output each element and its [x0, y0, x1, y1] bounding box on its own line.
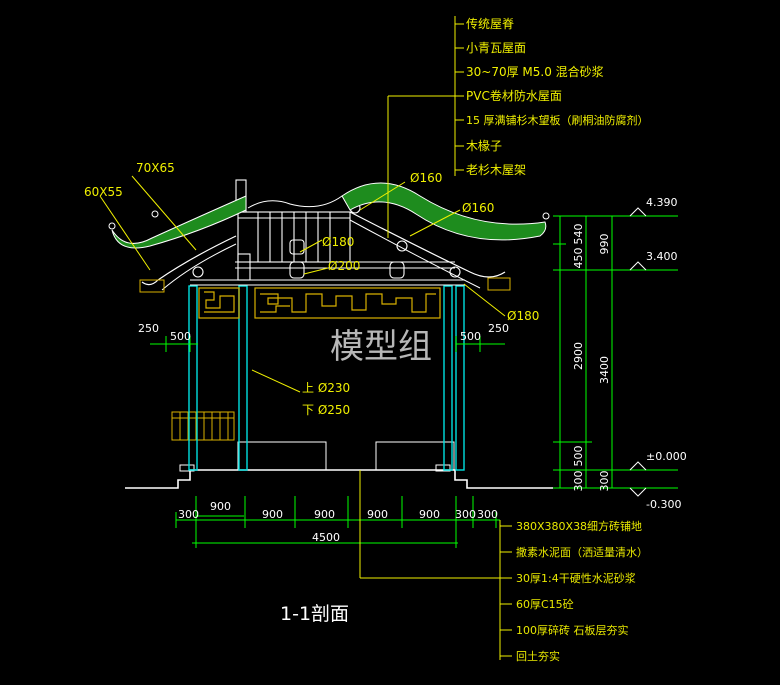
- hdim-seg-5: 900: [419, 508, 440, 521]
- vdim-500: 500: [572, 446, 585, 467]
- vdim-450: 450: [572, 248, 585, 269]
- vertical-dim-texts: 540 450 990 2900 3400 500 300 300: [572, 224, 611, 492]
- floor-note-5: 100厚碎砖 石板层夯实: [516, 623, 629, 637]
- column-outer-left: [188, 285, 198, 471]
- side-dim-lines: [150, 336, 505, 352]
- hdim-seg-1: 300: [178, 508, 199, 521]
- elevation-ridge: 4.390: [646, 196, 678, 209]
- roof-right: [341, 182, 547, 291]
- label-purlin-160a: Ø160: [410, 171, 442, 185]
- hdim-seg-2: 900: [262, 508, 283, 521]
- label-rafter-60x55: 60X55: [84, 185, 123, 199]
- elevation-labels: 4.390 3.400 ±0.000 -0.300: [646, 196, 687, 511]
- hdim-seg-4: 900: [367, 508, 388, 521]
- left-railing: [171, 411, 235, 441]
- roof-note-1: 传统屋脊: [466, 16, 514, 31]
- hdim-top-left-900: 900: [210, 500, 231, 513]
- roof-note-5: 15 厚满铺杉木望板（刷桐油防腐剂）: [466, 113, 649, 127]
- floor-note-1: 380X380X38细方砖铺地: [516, 519, 642, 533]
- vdim-990: 990: [598, 234, 611, 255]
- lattice-frieze: [198, 287, 441, 319]
- side-dim-texts: 250 500 500 250: [138, 322, 509, 343]
- elevation-eave: 3.400: [646, 250, 678, 263]
- side-dim-right-250: 250: [488, 322, 509, 335]
- hdim-seg-3: 900: [314, 508, 335, 521]
- ground-line: [125, 469, 553, 489]
- column-outer-right: [455, 285, 465, 471]
- hdim-total: 4500: [312, 531, 340, 544]
- horizontal-dim-texts: 900 300 900 900 900 900 300 300 4500: [178, 500, 498, 544]
- roof-note-4: PVC卷材防水屋面: [466, 88, 562, 103]
- side-dim-left-250: 250: [138, 322, 159, 335]
- elevation-markers: [629, 207, 647, 497]
- floor-note-4: 60厚C15砼: [516, 598, 574, 611]
- vdim-300-left: 300: [572, 471, 585, 492]
- watermark: 模型组: [330, 327, 432, 367]
- label-eave-180: Ø180: [507, 309, 539, 323]
- vdim-300-right: 300: [598, 471, 611, 492]
- leader-lines: [99, 16, 512, 660]
- columns: [188, 285, 465, 471]
- roof-notes: 传统屋脊 小青瓦屋面 30~70厚 M5.0 混合砂浆 PVC卷材防水屋面 15…: [466, 16, 649, 177]
- vdim-2900: 2900: [572, 342, 585, 370]
- member-labels: 70X65 60X55 Ø160 Ø160 Ø180 Ø200 Ø180 上 Ø…: [84, 161, 539, 417]
- vertical-dim-lines: [553, 215, 678, 489]
- roof-note-3: 30~70厚 M5.0 混合砂浆: [466, 64, 604, 79]
- hdim-seg-7: 300: [477, 508, 498, 521]
- roof-note-2: 小青瓦屋面: [466, 41, 526, 55]
- horizontal-dim-lines: [175, 496, 500, 548]
- vdim-540: 540: [572, 224, 585, 245]
- column-inner-left: [238, 285, 248, 471]
- floor-note-3: 30厚1:4干硬性水泥砂浆: [516, 571, 636, 585]
- elevation-floor: ±0.000: [646, 450, 687, 463]
- floor-note-6: 回土夯实: [516, 649, 560, 663]
- label-column-top: 上 Ø230: [302, 381, 350, 395]
- label-purlin-160b: Ø160: [462, 201, 494, 215]
- side-dim-right-500: 500: [460, 330, 481, 343]
- elevation-ground: -0.300: [646, 498, 681, 511]
- roof-left: [111, 195, 247, 293]
- plinth-blocks: [179, 441, 455, 472]
- label-beam-180: Ø180: [322, 235, 354, 249]
- floor-note-2: 撒素水泥面（洒适量清水）: [516, 545, 648, 559]
- side-dim-left-500: 500: [170, 330, 191, 343]
- vdim-3400: 3400: [598, 356, 611, 384]
- column-inner-right: [443, 285, 453, 471]
- roof-note-6: 木椽子: [466, 139, 502, 153]
- label-beam-200: Ø200: [328, 259, 360, 273]
- ridge-ornament: [108, 195, 550, 230]
- roof-note-7: 老杉木屋架: [466, 163, 526, 177]
- hdim-seg-6: 300: [455, 508, 476, 521]
- drawing-title: 1-1剖面: [280, 603, 349, 625]
- floor-notes: 380X380X38细方砖铺地 撒素水泥面（洒适量清水） 30厚1:4干硬性水泥…: [516, 519, 648, 663]
- label-column-bottom: 下 Ø250: [302, 403, 350, 417]
- label-rafter-70x65: 70X65: [136, 161, 175, 175]
